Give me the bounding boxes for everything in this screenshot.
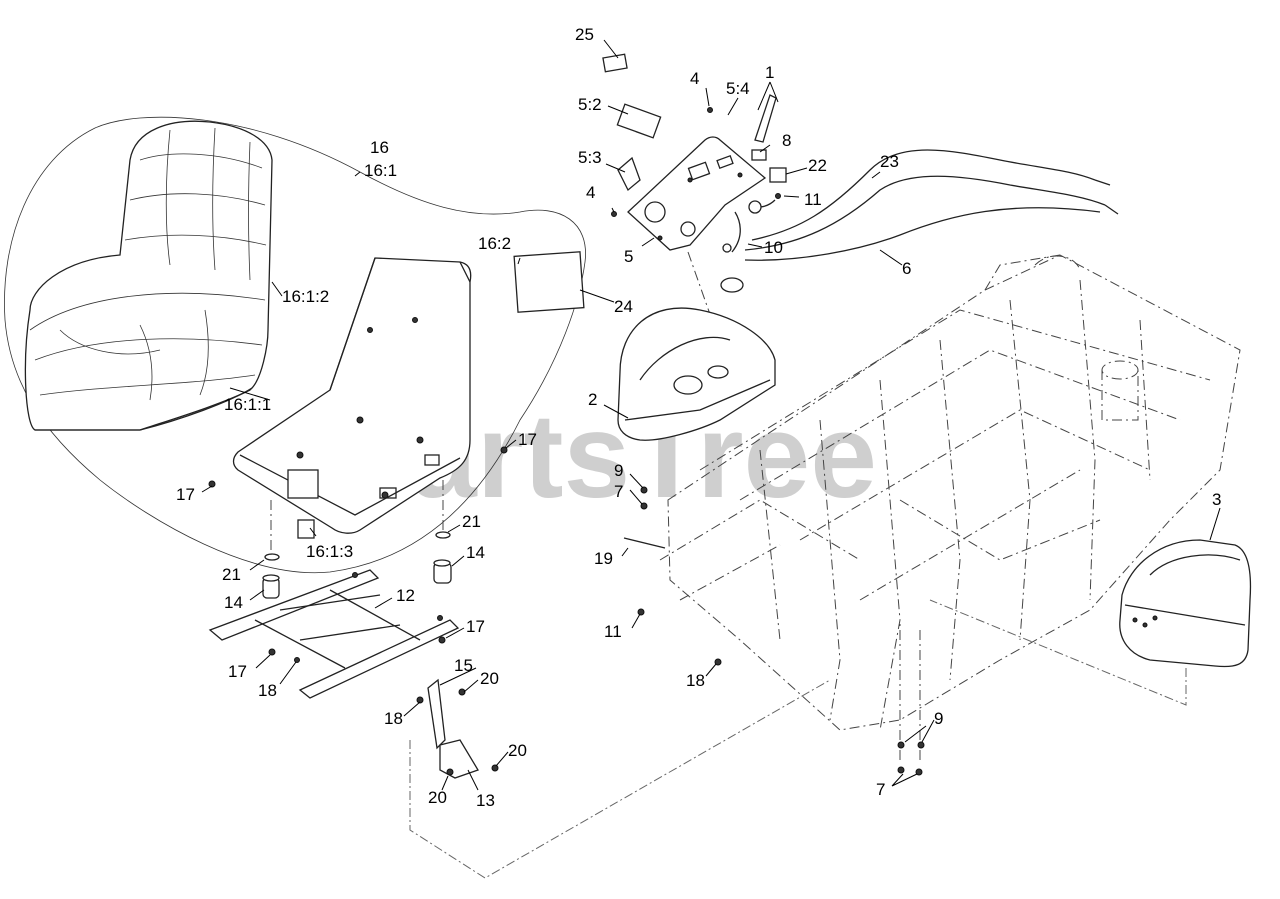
callout-20-right: 20 [508, 741, 527, 760]
right-console[interactable] [1119, 539, 1252, 668]
relay-22[interactable] [769, 167, 787, 183]
callout-16: 16 [370, 138, 389, 157]
callout-14-right: 14 [466, 543, 485, 562]
callout-15: 15 [454, 656, 473, 675]
callout-7-top: 7 [614, 482, 623, 501]
callout-5-2: 5:2 [578, 95, 602, 114]
callout-21-left: 21 [222, 565, 241, 584]
callout-6: 6 [902, 259, 911, 278]
seat-group [4, 116, 586, 574]
seat-slide-rails[interactable] [208, 569, 460, 699]
callout-18-bracket: 18 [384, 709, 403, 728]
callout-13: 13 [476, 791, 495, 810]
cable-23[interactable] [751, 149, 1096, 241]
callout-8: 8 [782, 131, 791, 150]
callout-16-1-3: 16:1:3 [306, 542, 353, 561]
callout-18-rail: 18 [258, 681, 277, 700]
callout-9-top: 9 [614, 461, 623, 480]
chassis-frame [659, 254, 1241, 760]
callout-16-2: 16:2 [478, 234, 511, 253]
callout-24: 24 [614, 297, 633, 316]
callout-14-left: 14 [224, 593, 243, 612]
callout-17-seat-right: 17 [518, 430, 537, 449]
callout-16-1: 16:1 [364, 161, 397, 180]
seat-cushion[interactable] [24, 120, 273, 431]
callout-25: 25 [575, 25, 594, 44]
seat-decal[interactable] [513, 251, 585, 313]
knob-8[interactable] [751, 149, 767, 161]
callout-7-bottom: 7 [876, 780, 885, 799]
isolator-right[interactable] [433, 531, 452, 584]
callout-17-seat-left: 17 [176, 485, 195, 504]
callout-11-top: 11 [804, 190, 822, 209]
callout-2: 2 [588, 390, 597, 409]
seat-mount-group [208, 446, 508, 779]
callout-11-bottom: 11 [604, 622, 622, 641]
callout-21-right: 21 [462, 512, 481, 531]
callout-12: 12 [396, 586, 415, 605]
seat-latch-bracket[interactable] [416, 678, 499, 779]
decal-25[interactable] [602, 53, 628, 73]
callout-9-bottom: 9 [934, 709, 943, 728]
grommet-6[interactable] [720, 277, 744, 293]
left-console[interactable] [617, 307, 776, 441]
callout-17-rail-right: 17 [466, 617, 485, 636]
callout-20-top: 20 [480, 669, 499, 688]
callout-3: 3 [1212, 490, 1221, 509]
leader-lines [201, 39, 1221, 791]
callout-16-1-1: 16:1:1 [224, 395, 271, 414]
callout-10: 10 [764, 238, 783, 257]
label-plate[interactable] [616, 103, 662, 139]
control-panel-group [602, 53, 1119, 321]
callout-5-4: 5:4 [726, 79, 750, 98]
callout-4-top: 4 [690, 69, 699, 88]
control-panel[interactable] [627, 136, 767, 251]
callout-18-chassis: 18 [686, 671, 705, 690]
callout-5-3: 5:3 [578, 148, 602, 167]
switch-1[interactable] [754, 94, 777, 143]
callout-4-mid: 4 [586, 183, 595, 202]
callout-1: 1 [765, 63, 774, 82]
bolt-19[interactable] [623, 537, 666, 549]
callout-19: 19 [594, 549, 613, 568]
callout-5: 5 [624, 247, 633, 266]
isolator-left[interactable] [262, 553, 280, 599]
seat-pan[interactable] [232, 257, 472, 539]
callout-labels: 25 4 5:4 1 5:2 8 16 16:1 5:3 22 23 11 4 … [176, 25, 1221, 810]
callout-20-left: 20 [428, 788, 447, 807]
bracket-5-3[interactable] [617, 156, 641, 192]
callout-23: 23 [880, 152, 899, 171]
callout-17-rail-left: 17 [228, 662, 247, 681]
callout-16-1-2: 16:1:2 [282, 287, 329, 306]
callout-22: 22 [808, 156, 827, 175]
